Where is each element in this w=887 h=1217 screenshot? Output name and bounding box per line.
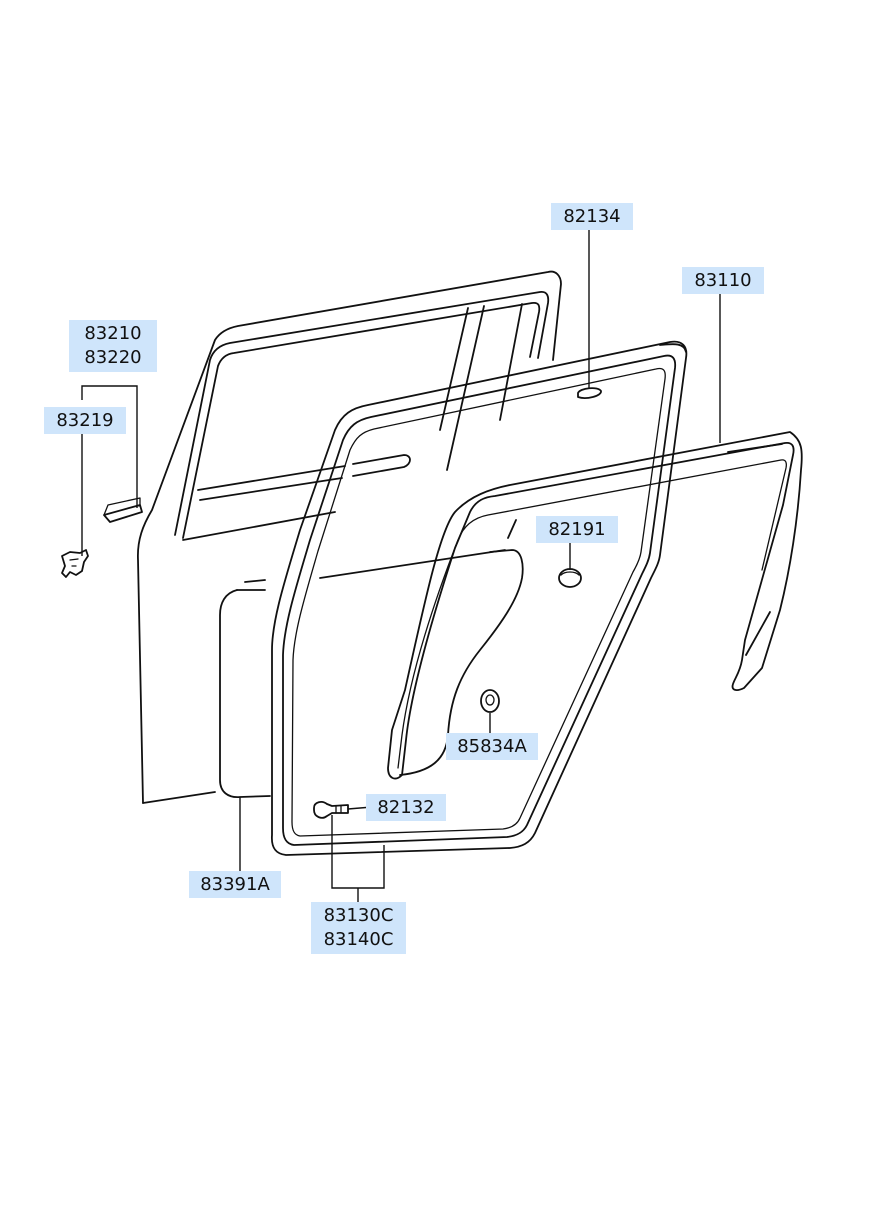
opening-weatherstrip-83110 <box>387 431 803 780</box>
part-number: 83130C <box>323 905 394 926</box>
door-window-sill <box>182 511 336 541</box>
label-83130C-83140C: 83130C 83140C <box>311 902 406 954</box>
door-weatherstrip-mid <box>282 354 677 846</box>
door-panel-seam <box>244 579 266 583</box>
door-panel-outline <box>137 270 562 804</box>
door-panel-bottom-edge <box>142 791 216 804</box>
opening-weatherstrip-end-lip <box>745 611 771 656</box>
label-82132: 82132 <box>366 794 446 821</box>
door-inner-panel-line <box>319 549 506 579</box>
door-window-frame-outer <box>174 290 550 536</box>
part-number: 83220 <box>84 347 142 368</box>
opening-weatherstrip-inner <box>397 459 787 769</box>
label-82191: 82191 <box>536 516 618 543</box>
door-glass-channel-1 <box>439 307 469 431</box>
label-85834A: 85834A <box>446 733 538 760</box>
label-82134: 82134 <box>551 203 633 230</box>
door-glass-channel-3 <box>499 303 523 421</box>
part-number: 82132 <box>377 797 435 818</box>
door-glass-channel-2 <box>446 305 485 471</box>
door-weatherstrip-top-lip <box>659 343 687 353</box>
door-trim-seal-83391A <box>219 589 271 798</box>
leader-83210-bracket <box>81 385 138 508</box>
door-window-frame-inner <box>182 301 541 539</box>
clip-82134 <box>577 387 602 399</box>
part-number: 83110 <box>694 270 752 291</box>
retainer-82132 <box>313 801 349 819</box>
part-number: 83140C <box>323 929 394 950</box>
plug-85834A <box>480 689 500 713</box>
door-belt-line-1 <box>197 465 346 491</box>
door-belt-molding <box>352 454 411 477</box>
label-83110: 83110 <box>682 267 764 294</box>
door-inner-trim-curve <box>399 549 524 776</box>
part-number: 85834A <box>457 736 527 757</box>
door-small-mark <box>507 519 517 539</box>
part-number: 82134 <box>563 206 621 227</box>
part-number: 82191 <box>548 519 606 540</box>
part-number: 83391A <box>200 874 270 895</box>
label-83210-83220: 83210 83220 <box>69 320 157 372</box>
part-number: 83210 <box>84 323 142 344</box>
clip-83219 <box>61 549 89 578</box>
label-83391A: 83391A <box>189 871 281 898</box>
part-number: 83219 <box>56 410 114 431</box>
label-83219: 83219 <box>44 407 126 434</box>
door-weatherstrip-inner <box>291 367 666 837</box>
door-weatherstrip-outer <box>271 340 688 856</box>
door-belt-line-2 <box>199 477 343 501</box>
opening-weatherstrip-top-lip <box>727 443 783 453</box>
moulding-83210 <box>103 504 143 523</box>
